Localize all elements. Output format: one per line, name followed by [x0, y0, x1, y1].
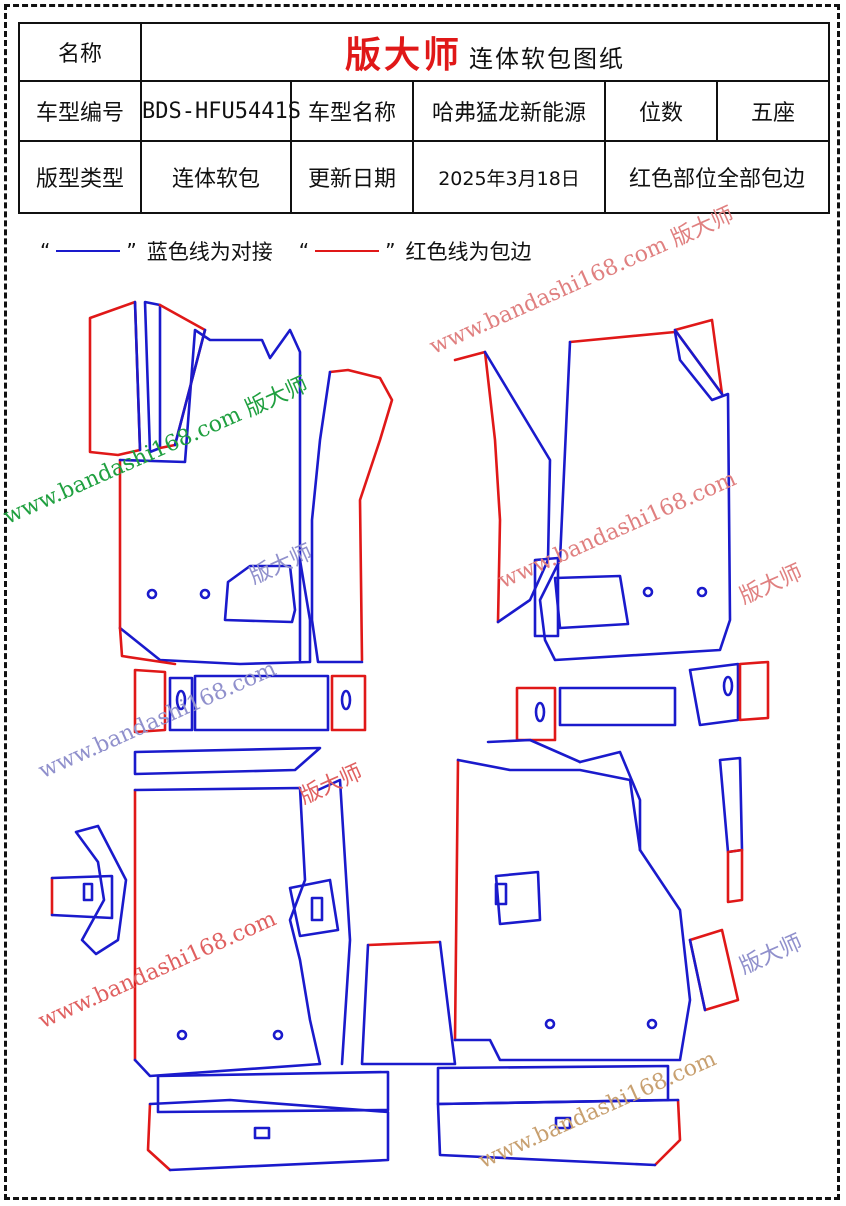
page-border: [4, 4, 840, 1200]
piece-rear-right-tunnel: [578, 750, 744, 1012]
header-table: 名称 版大师 连体软包图纸 车型编号 BDS-HFU5441S 车型名称 哈弗猛…: [18, 22, 831, 214]
model-code-label: 车型编号: [18, 80, 142, 142]
page-title: 版大师 连体软包图纸: [139, 22, 831, 82]
update-date-label: 更新日期: [290, 140, 414, 214]
line-legend: “ ” 蓝色线为对接 “ ” 红色线为包边: [40, 236, 532, 266]
model-name-label: 车型名称: [290, 80, 414, 142]
piece-rear-left-main: [133, 786, 340, 1078]
seats-value: 五座: [715, 80, 831, 142]
blue-line-swatch: [56, 250, 121, 252]
piece-bottom-right-strip: [436, 1064, 682, 1167]
piece-front-left-main: [118, 328, 312, 666]
name-label: 名称: [18, 22, 142, 82]
piece-rear-center-tunnel: [316, 778, 457, 1066]
brand-title: 版大师: [345, 35, 463, 76]
update-date: 2025年3月18日: [412, 140, 606, 214]
close-quote: ”: [126, 239, 137, 263]
piece-front-left-tunnel: [298, 368, 394, 664]
close-quote-2: ”: [385, 239, 396, 263]
pattern-type-label: 版型类型: [18, 140, 142, 214]
piece-rear-right-main: [453, 738, 692, 1062]
title-suffix: 连体软包图纸: [469, 45, 626, 73]
model-name: 哈弗猛龙新能源: [412, 80, 606, 142]
piece-front-right-main: [533, 330, 732, 662]
open-quote-2: “: [298, 239, 310, 263]
model-code: BDS-HFU5441S: [140, 80, 301, 142]
piece-front-right-sidewall: [453, 318, 724, 624]
open-quote: “: [40, 239, 51, 263]
blue-line-text: 蓝色线为对接: [146, 240, 273, 264]
piece-middle-left-strip: [133, 668, 367, 776]
seats-label: 位数: [604, 80, 718, 142]
red-line-text: 红色线为包边: [405, 240, 532, 264]
piece-middle-right-strip: [515, 660, 770, 742]
piece-rear-left-side: [50, 824, 128, 956]
edge-note: 红色部位全部包边: [603, 140, 831, 214]
red-line-swatch: [315, 250, 380, 252]
piece-front-left-sidewall: [88, 300, 207, 457]
pattern-type: 连体软包: [140, 140, 292, 214]
piece-bottom-left-strip: [146, 1070, 390, 1172]
